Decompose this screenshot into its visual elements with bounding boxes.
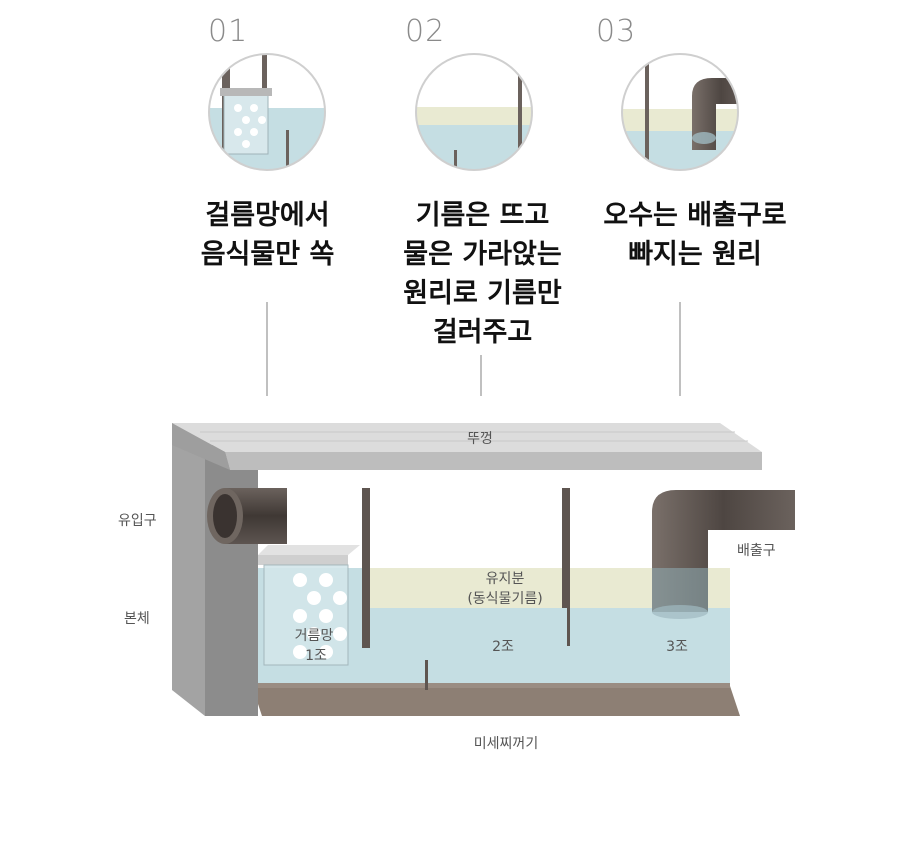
step-3-caption: 오수는 배출구로 빠지는 원리 [575,196,815,274]
body-label: 본체 [124,611,150,627]
outlet-label: 배출구 [737,543,776,559]
oil-layer-label: 유지분 [485,571,525,587]
strainer-holes [234,104,266,148]
step-2-caption-line-3: 원리로 기름만 [403,278,562,310]
strainer-label: 거름망 [294,628,334,644]
step-2-caption-line-1: 기름은 뜨고 [415,200,550,231]
tank-2-label: 2조 [492,639,514,655]
detail-circle-strainer [209,54,325,170]
step-1-caption: 걸름망에서 음식물만 쏙 [150,196,385,274]
step-1-caption-line-2: 음식물만 쏙 [200,239,335,271]
inlet-label: 유입구 [118,513,157,529]
baffle-submerged-2 [567,608,570,646]
strainer-basket [258,545,360,666]
step-2-caption-line-4: 걸러주고 [432,317,533,349]
tank-1-label: 1조 [305,648,327,664]
baffle-submerged-1 [425,660,428,690]
oil-layer-sublabel: (동식물기름) [467,591,543,607]
baffle-1 [362,488,370,648]
step-1-caption-line-1: 걸름망에서 [205,200,330,231]
step-2-caption-line-2: 물은 가라앉는 [403,239,562,271]
detail-circle-oil-separation [416,54,532,170]
tank-3-label: 3조 [666,639,688,655]
lid [172,423,762,470]
sediment-label: 미세찌꺼기 [473,736,539,752]
step-2-caption: 기름은 뜨고 물은 가라앉는 원리로 기름만 걸러주고 [370,196,595,353]
step-3-caption-line-2: 빠지는 원리 [628,239,762,271]
lid-label: 뚜껑 [467,431,493,447]
outlet-pipe [652,490,795,619]
step-3-number: 03 [596,14,637,49]
inlet-pipe [207,488,287,544]
baffle-2 [562,488,570,608]
detail-circle-outlet [622,54,738,170]
step-3-caption-line-1: 오수는 배출구로 [603,200,787,231]
step-1-number: 01 [208,14,249,49]
step-2-number: 02 [405,14,446,49]
